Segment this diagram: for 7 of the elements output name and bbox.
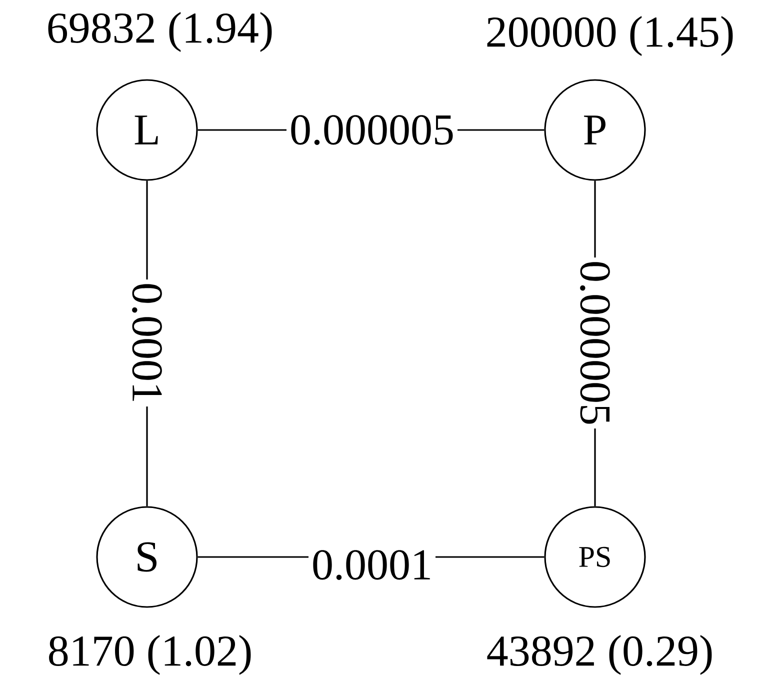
value-label: 43892 (0.29) (487, 635, 712, 675)
value-label: 8170 (1.02) (49, 635, 251, 675)
value-label: 69832 (1.94) (48, 12, 272, 52)
edge-label: 0.000005 (286, 112, 458, 148)
edge-label: 0.0001 (308, 547, 436, 583)
edge-label: 0.0001 (129, 280, 165, 406)
value-label: 200000 (1.45) (487, 16, 733, 56)
